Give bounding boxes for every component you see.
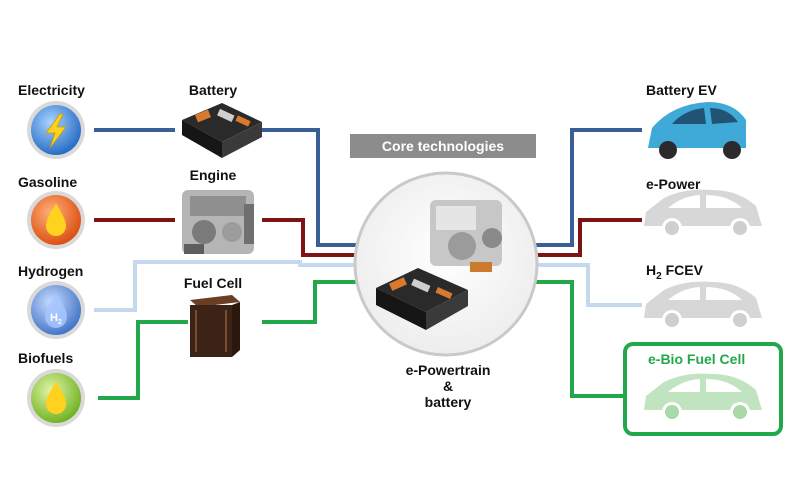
biofuels-icon <box>27 369 85 427</box>
battery-ev-line <box>532 128 642 247</box>
e-powertrain-image <box>430 200 502 272</box>
source-label-biofuels: Biofuels <box>18 350 74 366</box>
gasoline-icon <box>27 191 85 249</box>
fuel-cell-line <box>262 280 358 324</box>
center-caption-line-1: e-Powertrain <box>405 362 491 378</box>
hydrogen-line <box>94 260 358 312</box>
output-label-e-bio-fuel-cell: e-Bio Fuel Cell <box>648 351 746 367</box>
center-caption: e-Powertrain & battery <box>378 362 518 410</box>
fcev-prefix-subscript: 2 <box>656 270 662 282</box>
component-label-engine: Engine <box>189 167 237 183</box>
fuel-cell-image <box>190 295 240 357</box>
engine-line <box>262 218 358 257</box>
fcev-car-icon <box>644 281 762 330</box>
electricity-icon <box>27 101 85 159</box>
component-label-fuel-cell: Fuel Cell <box>183 275 243 291</box>
core-technologies-label: Core technologies <box>350 134 536 158</box>
hydrogen-icon: H 2 <box>27 281 85 339</box>
core-battery-image <box>376 268 468 330</box>
e-bio-fuel-cell-highlight <box>623 342 783 436</box>
fcev-line <box>532 263 642 307</box>
battery-line <box>262 128 358 247</box>
output-label-battery-ev: Battery EV <box>646 82 717 98</box>
component-label-battery: Battery <box>188 82 238 98</box>
e-power-line <box>532 218 642 257</box>
center-caption-line-3: battery <box>424 394 472 410</box>
e-bio-fuel-cell-car-icon <box>644 373 762 422</box>
center-caption-line-2: & <box>442 378 454 394</box>
battery-ev-car-icon <box>648 102 746 159</box>
output-label-fcev: H2 FCEV <box>646 262 703 282</box>
engine-image <box>182 190 254 254</box>
e-bio-fuel-cell-line <box>532 280 626 398</box>
e-power-car-icon <box>644 189 762 238</box>
source-label-hydrogen: Hydrogen <box>18 263 84 279</box>
fcev-label-text: FCEV <box>665 262 703 278</box>
fcev-prefix: H <box>646 262 657 278</box>
output-label-e-power: e-Power <box>646 176 701 192</box>
battery-pack-image <box>182 103 262 158</box>
biofuels-line <box>98 320 188 400</box>
svg-text:2: 2 <box>58 319 62 326</box>
source-label-gasoline: Gasoline <box>18 174 78 190</box>
source-label-electricity: Electricity <box>18 82 85 98</box>
svg-text:H: H <box>50 312 58 324</box>
